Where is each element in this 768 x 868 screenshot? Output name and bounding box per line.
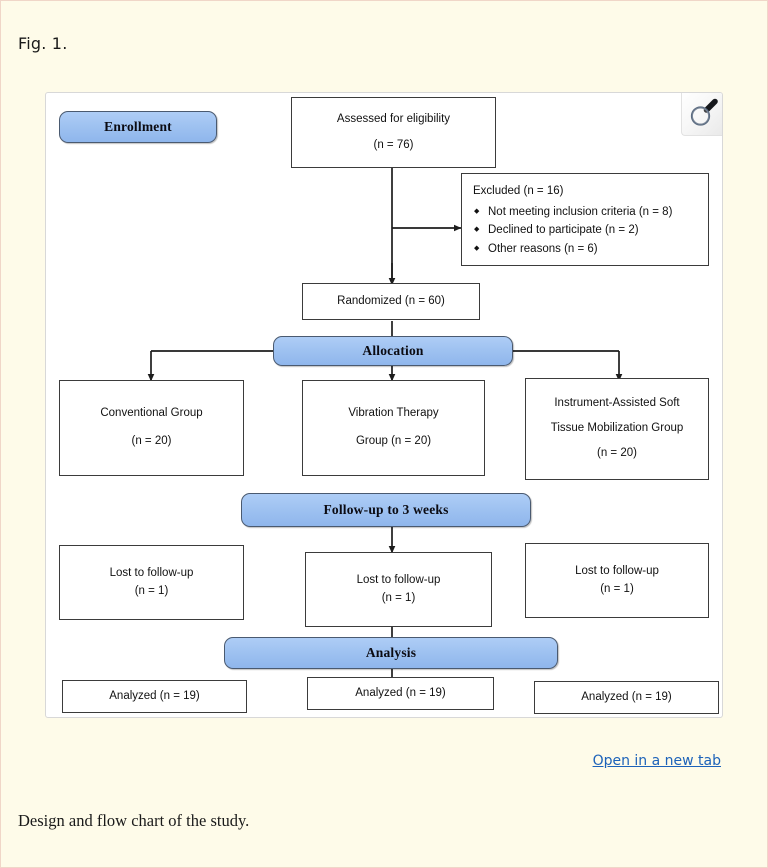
node-group-vibration: Vibration Therapy Group (n = 20) [302,380,485,476]
node-group-vibration-line2: Group (n = 20) [355,435,432,447]
node-lost-vibration: Lost to follow-up (n = 1) [305,552,492,627]
node-group-conventional-line2: (n = 20) [131,435,172,447]
node-assessed-for-eligibility: Assessed for eligibility (n = 76) [291,97,496,168]
stage-badge-enrollment: Enrollment [59,111,217,143]
node-excluded-reason-2: Declined to participate (n = 2) [473,221,672,240]
node-randomized: Randomized (n = 60) [302,283,480,320]
node-lost-vibration-line2: (n = 1) [381,591,416,604]
node-excluded: Excluded (n = 16) Not meeting inclusion … [461,173,709,266]
node-group-conventional-line1: Conventional Group [100,407,203,420]
node-lost-iastm-line2: (n = 1) [600,582,634,595]
node-lost-vibration-line1: Lost to follow-up [356,573,441,586]
node-analyzed-iastm: Analyzed (n = 19) [534,681,719,714]
node-lost-iastm: Lost to follow-up (n = 1) [525,543,709,618]
node-group-vibration-line1: Vibration Therapy [348,407,439,420]
stage-badge-analysis: Analysis [224,637,558,669]
node-group-iastm-line3: (n = 20) [597,446,637,459]
node-lost-conventional-line2: (n = 1) [134,584,169,597]
node-assessed-line1: Assessed for eligibility [336,112,451,125]
node-analyzed-iastm-line1: Analyzed (n = 19) [581,690,672,703]
node-group-conventional: Conventional Group (n = 20) [59,380,244,476]
node-assessed-line2: (n = 76) [373,138,414,151]
node-group-iastm: Instrument-Assisted Soft Tissue Mobiliza… [525,378,709,480]
node-analyzed-vibration: Analyzed (n = 19) [307,677,494,710]
node-lost-iastm-line1: Lost to follow-up [575,564,659,577]
node-randomized-line1: Randomized (n = 60) [337,294,445,307]
node-lost-conventional-line1: Lost to follow-up [109,566,194,579]
open-in-new-tab-link[interactable]: Open in a new tab [592,753,721,769]
node-excluded-reason-3: Other reasons (n = 6) [473,240,672,259]
node-analyzed-conventional-line1: Analyzed (n = 19) [109,689,200,702]
magnifier-glyph [690,98,718,126]
magnifier-icon[interactable] [681,93,722,136]
node-excluded-title: Excluded (n = 16) [473,185,564,197]
flowchart-canvas: Enrollment Allocation Follow-up to 3 wee… [46,93,722,717]
node-lost-conventional: Lost to follow-up (n = 1) [59,545,244,620]
stage-badge-followup: Follow-up to 3 weeks [241,493,531,527]
node-excluded-reason-1: Not meeting inclusion criteria (n = 8) [473,203,672,222]
node-group-iastm-line1: Instrument-Assisted Soft [554,397,680,410]
figure-label: Fig. 1. [18,34,68,53]
node-excluded-reasons: Not meeting inclusion criteria (n = 8) D… [473,203,672,259]
node-analyzed-vibration-line1: Analyzed (n = 19) [355,686,446,699]
node-analyzed-conventional: Analyzed (n = 19) [62,680,247,713]
node-group-iastm-line2: Tissue Mobilization Group [550,422,684,435]
figure-panel: Enrollment Allocation Follow-up to 3 wee… [45,92,723,718]
stage-badge-allocation: Allocation [273,336,513,366]
figure-caption: Design and flow chart of the study. [18,811,250,830]
